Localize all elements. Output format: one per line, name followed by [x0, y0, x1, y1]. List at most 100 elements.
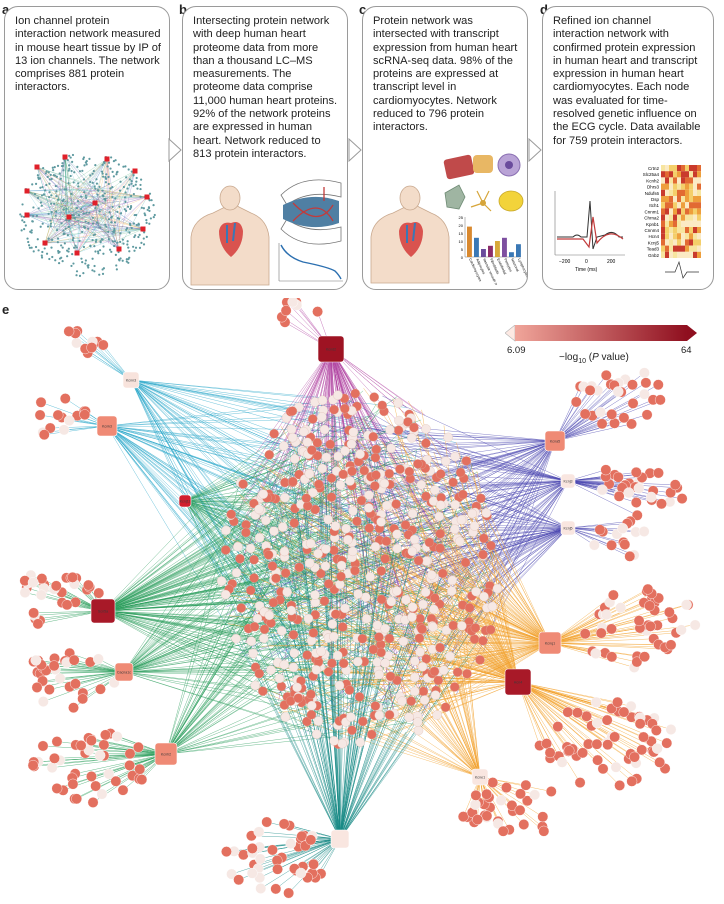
mini-network-node — [66, 234, 69, 237]
mini-network-node — [114, 197, 117, 200]
network-edge — [102, 502, 488, 612]
heatmap-cell — [681, 189, 685, 196]
mini-network-node — [83, 191, 86, 194]
mini-network-node — [111, 170, 114, 173]
heatmap-cell — [681, 245, 685, 252]
network-node — [501, 782, 512, 794]
network-node — [681, 599, 692, 611]
network-node — [570, 396, 582, 408]
mini-network-node — [152, 215, 155, 219]
mini-network-node — [57, 262, 61, 265]
mini-network-node — [31, 220, 34, 223]
network-node — [407, 546, 418, 557]
mini-network-node — [72, 214, 75, 217]
network-node — [305, 834, 317, 846]
mini-network-node — [44, 189, 47, 192]
network-node — [654, 394, 666, 406]
network-edge — [369, 681, 519, 742]
mini-network-node — [118, 259, 121, 262]
network-node — [450, 499, 461, 510]
network-edge — [323, 348, 332, 500]
heatmap-cell — [673, 171, 677, 178]
mini-network-node — [84, 194, 87, 197]
network-edge — [339, 453, 372, 840]
network-node — [594, 524, 606, 536]
mini-network-node — [94, 187, 97, 190]
mini-network-node — [65, 218, 68, 222]
network-edge — [339, 629, 456, 840]
mini-network-node — [145, 219, 148, 222]
mini-network-node — [122, 185, 125, 189]
network-edge — [391, 494, 481, 778]
network-node — [310, 590, 320, 600]
network-edge — [268, 348, 332, 485]
network-node — [420, 587, 431, 597]
network-edge — [549, 624, 696, 644]
ion-channel-hub — [504, 668, 532, 696]
network-node — [584, 384, 596, 396]
heatmap-cell — [677, 233, 681, 240]
mini-network-node — [63, 188, 66, 191]
mini-network-node — [91, 222, 95, 225]
mini-network-node — [133, 235, 136, 239]
mini-network-node — [46, 175, 49, 179]
mini-network-node — [99, 226, 102, 229]
network-edge — [379, 681, 519, 715]
network-node — [448, 477, 458, 488]
mini-network-node — [47, 212, 50, 215]
network-node — [336, 560, 347, 571]
network-edge — [106, 401, 325, 427]
network-edge — [277, 838, 341, 870]
heatmap-cell — [689, 196, 693, 203]
mini-network-node — [112, 175, 115, 178]
ion-channel-hub — [178, 494, 192, 508]
heatmap-cell — [661, 239, 665, 246]
mini-network-node — [135, 223, 138, 227]
mini-network-node — [85, 160, 88, 163]
network-node — [282, 587, 292, 597]
network-edge — [339, 569, 381, 840]
network-node — [588, 539, 600, 551]
mini-network-node — [109, 167, 112, 170]
network-node — [430, 690, 441, 700]
ion-channel-hub-label: Cacna1c — [117, 671, 131, 675]
network-node — [384, 710, 395, 720]
mini-network-node — [94, 250, 97, 253]
network-node — [638, 731, 649, 743]
mini-network-node — [95, 178, 98, 181]
mini-network-node — [104, 199, 107, 202]
panel-a-mini-network — [19, 153, 156, 278]
mini-network-node — [68, 219, 71, 222]
network-node — [79, 409, 91, 421]
network-node — [90, 780, 102, 792]
network-node — [556, 756, 568, 768]
mini-network-node — [49, 173, 52, 177]
mini-network-node — [62, 229, 65, 232]
mini-network-node — [124, 200, 127, 203]
mini-network-node — [103, 192, 106, 195]
mini-network-node — [140, 206, 143, 209]
network-node — [607, 589, 619, 601]
heatmap-cell — [693, 233, 697, 240]
mini-network-hub — [140, 226, 146, 232]
mini-network-node — [102, 245, 105, 248]
network-node — [462, 669, 472, 679]
network-node — [421, 438, 431, 449]
network-node — [301, 493, 312, 504]
c-chart-ytick: 25 — [459, 215, 464, 220]
network-node — [447, 575, 457, 586]
heatmap-gene-label: Ndufs6 — [645, 191, 660, 196]
mini-network-node — [67, 247, 70, 250]
network-node — [307, 445, 317, 455]
network-node — [280, 568, 291, 578]
mini-network-node — [91, 257, 94, 260]
network-node — [268, 597, 279, 608]
mini-network-node — [70, 169, 73, 173]
network-node — [216, 576, 227, 586]
network-node — [371, 444, 382, 455]
mini-network-node — [76, 200, 80, 203]
network-edge — [339, 449, 371, 840]
mini-network-node — [127, 246, 130, 249]
network-edge — [339, 537, 391, 840]
network-node — [19, 587, 31, 598]
